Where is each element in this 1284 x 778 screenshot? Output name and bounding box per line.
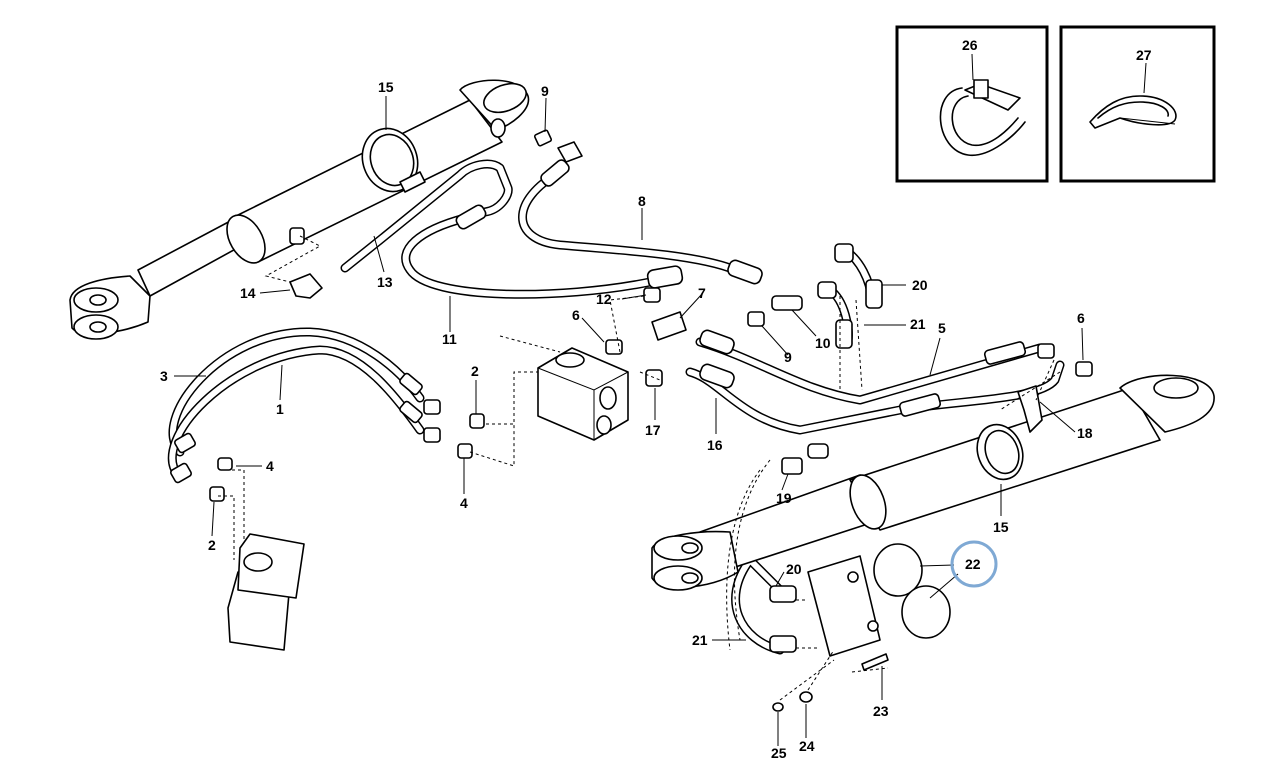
inset-26-clamp[interactable]: [895, 25, 1049, 183]
callout-12: 12: [596, 291, 612, 307]
callout-7: 7: [698, 285, 706, 301]
callout-23: 23: [873, 703, 889, 719]
callout-21-lower: 21: [692, 632, 708, 648]
callout-6-left: 6: [572, 307, 580, 323]
upper-left-cylinder[interactable]: [69, 78, 530, 340]
leader-lines: [174, 96, 1084, 746]
callout-25: 25: [771, 745, 787, 761]
fitting-14-elbow[interactable]: [289, 273, 323, 299]
bracket-plate[interactable]: [807, 555, 881, 657]
callout-2-lower: 2: [208, 537, 216, 553]
callout-16: 16: [707, 437, 723, 453]
hose-1[interactable]: [167, 345, 425, 480]
callout-27: 27: [1136, 47, 1152, 63]
callout-15-lower: 15: [993, 519, 1009, 535]
callout-20-upper: 20: [912, 277, 928, 293]
fitting-17[interactable]: [645, 369, 663, 387]
hose-3[interactable]: [168, 327, 425, 457]
callout-4-upper: 4: [266, 458, 274, 474]
callout-5: 5: [938, 320, 946, 336]
callout-11: 11: [442, 331, 457, 347]
screw-23[interactable]: [861, 653, 889, 671]
callout-24: 24: [799, 738, 815, 754]
fitting-7-tee[interactable]: [651, 311, 687, 341]
callout-13: 13: [377, 274, 393, 290]
protective-cap-22[interactable]: [873, 543, 951, 639]
fitting-2-lower[interactable]: [209, 486, 225, 502]
fitting-4-right[interactable]: [457, 443, 473, 459]
callout-15-upper: 15: [378, 79, 394, 95]
callout-9-upper: 9: [541, 83, 549, 99]
bracket-18[interactable]: [1017, 385, 1043, 433]
callout-labels[interactable]: 26 27 15 9 8 20 7 12 14 13 21 5 6 6 11 1…: [160, 37, 1152, 761]
callout-17: 17: [645, 422, 661, 438]
callout-4-lower: 4: [460, 495, 468, 511]
fitting-6-right[interactable]: [1075, 361, 1093, 377]
hose-clamp-15-upper[interactable]: [354, 121, 427, 200]
callout-18: 18: [1077, 425, 1093, 441]
callout-8: 8: [638, 193, 646, 209]
assembly-lines: [218, 235, 1061, 701]
fitting-2-right[interactable]: [469, 413, 485, 429]
fitting-9-upper[interactable]: [533, 129, 583, 163]
steering-unit[interactable]: [227, 533, 305, 651]
hose-8[interactable]: [518, 167, 740, 275]
fitting-12[interactable]: [643, 287, 661, 303]
callout-26: 26: [962, 37, 978, 53]
hose-clamp-15-lower[interactable]: [970, 418, 1030, 486]
callout-22: 22: [965, 556, 981, 572]
valve-block[interactable]: [537, 347, 629, 441]
hose-fittings: [170, 159, 1055, 484]
callout-19: 19: [776, 490, 792, 506]
callout-14: 14: [240, 285, 256, 301]
nut-25[interactable]: [772, 702, 784, 712]
callout-1: 1: [276, 401, 284, 417]
fitting-4-upper[interactable]: [217, 457, 233, 471]
callout-6-right: 6: [1077, 310, 1085, 326]
hose-11[interactable]: [401, 213, 655, 299]
inset-27-cable-tie[interactable]: [1059, 25, 1216, 183]
highlight-ring-22: [950, 540, 998, 588]
fitting-19[interactable]: [781, 457, 803, 475]
callout-20-lower: 20: [786, 561, 802, 577]
callout-2-upper: 2: [471, 363, 479, 379]
hose-13[interactable]: [340, 159, 513, 273]
callout-21-upper: 21: [910, 316, 926, 332]
fitting-10[interactable]: [771, 295, 803, 311]
fittings-lower-20-21: [769, 585, 797, 653]
callout-9-mid: 9: [784, 349, 792, 365]
callout-10: 10: [815, 335, 831, 351]
washer-24[interactable]: [799, 691, 813, 703]
hose-21-lower[interactable]: [731, 555, 785, 655]
fitting-9-mid[interactable]: [747, 311, 765, 327]
callout-3: 3: [160, 368, 168, 384]
